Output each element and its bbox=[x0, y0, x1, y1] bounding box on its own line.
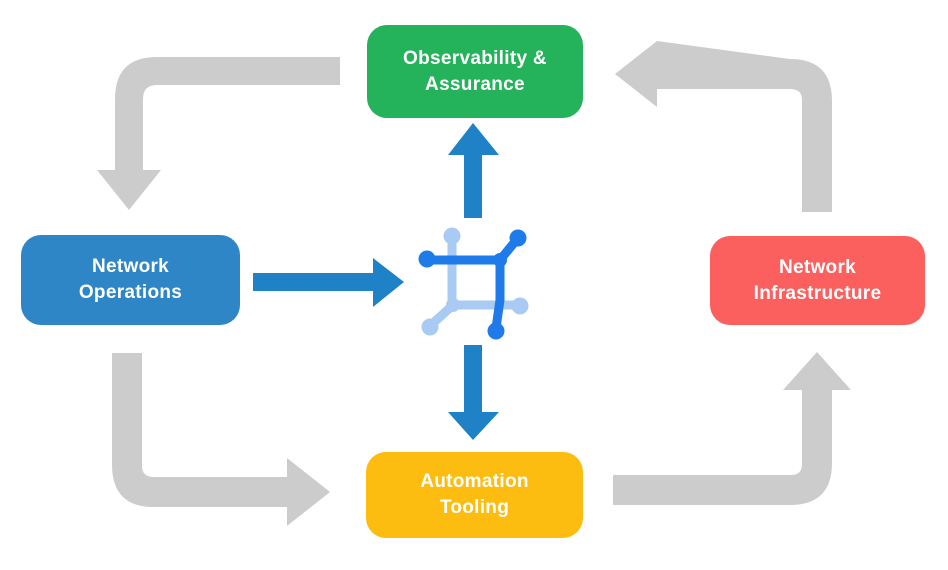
node-automation-tooling: Automation Tooling bbox=[366, 452, 583, 538]
flow-arrow-center-to-observability bbox=[448, 123, 499, 218]
node-observability-assurance: Observability & Assurance bbox=[367, 25, 583, 118]
cycle-arrow-operations-to-automation bbox=[112, 353, 330, 526]
node-network-operations: Network Operations bbox=[21, 235, 240, 325]
flow-arrow-operations-to-center bbox=[253, 258, 404, 307]
cycle-arrow-observability-to-operations bbox=[97, 57, 340, 210]
cycle-arrow-infrastructure-to-observability bbox=[615, 41, 832, 212]
node-network-infrastructure: Network Infrastructure bbox=[710, 236, 925, 325]
flow-arrow-center-to-automation bbox=[448, 345, 499, 440]
network-icon-dark-layer bbox=[418, 229, 527, 340]
network-nodes-icon bbox=[418, 227, 529, 340]
cycle-arrow-automation-to-infrastructure bbox=[613, 352, 851, 505]
